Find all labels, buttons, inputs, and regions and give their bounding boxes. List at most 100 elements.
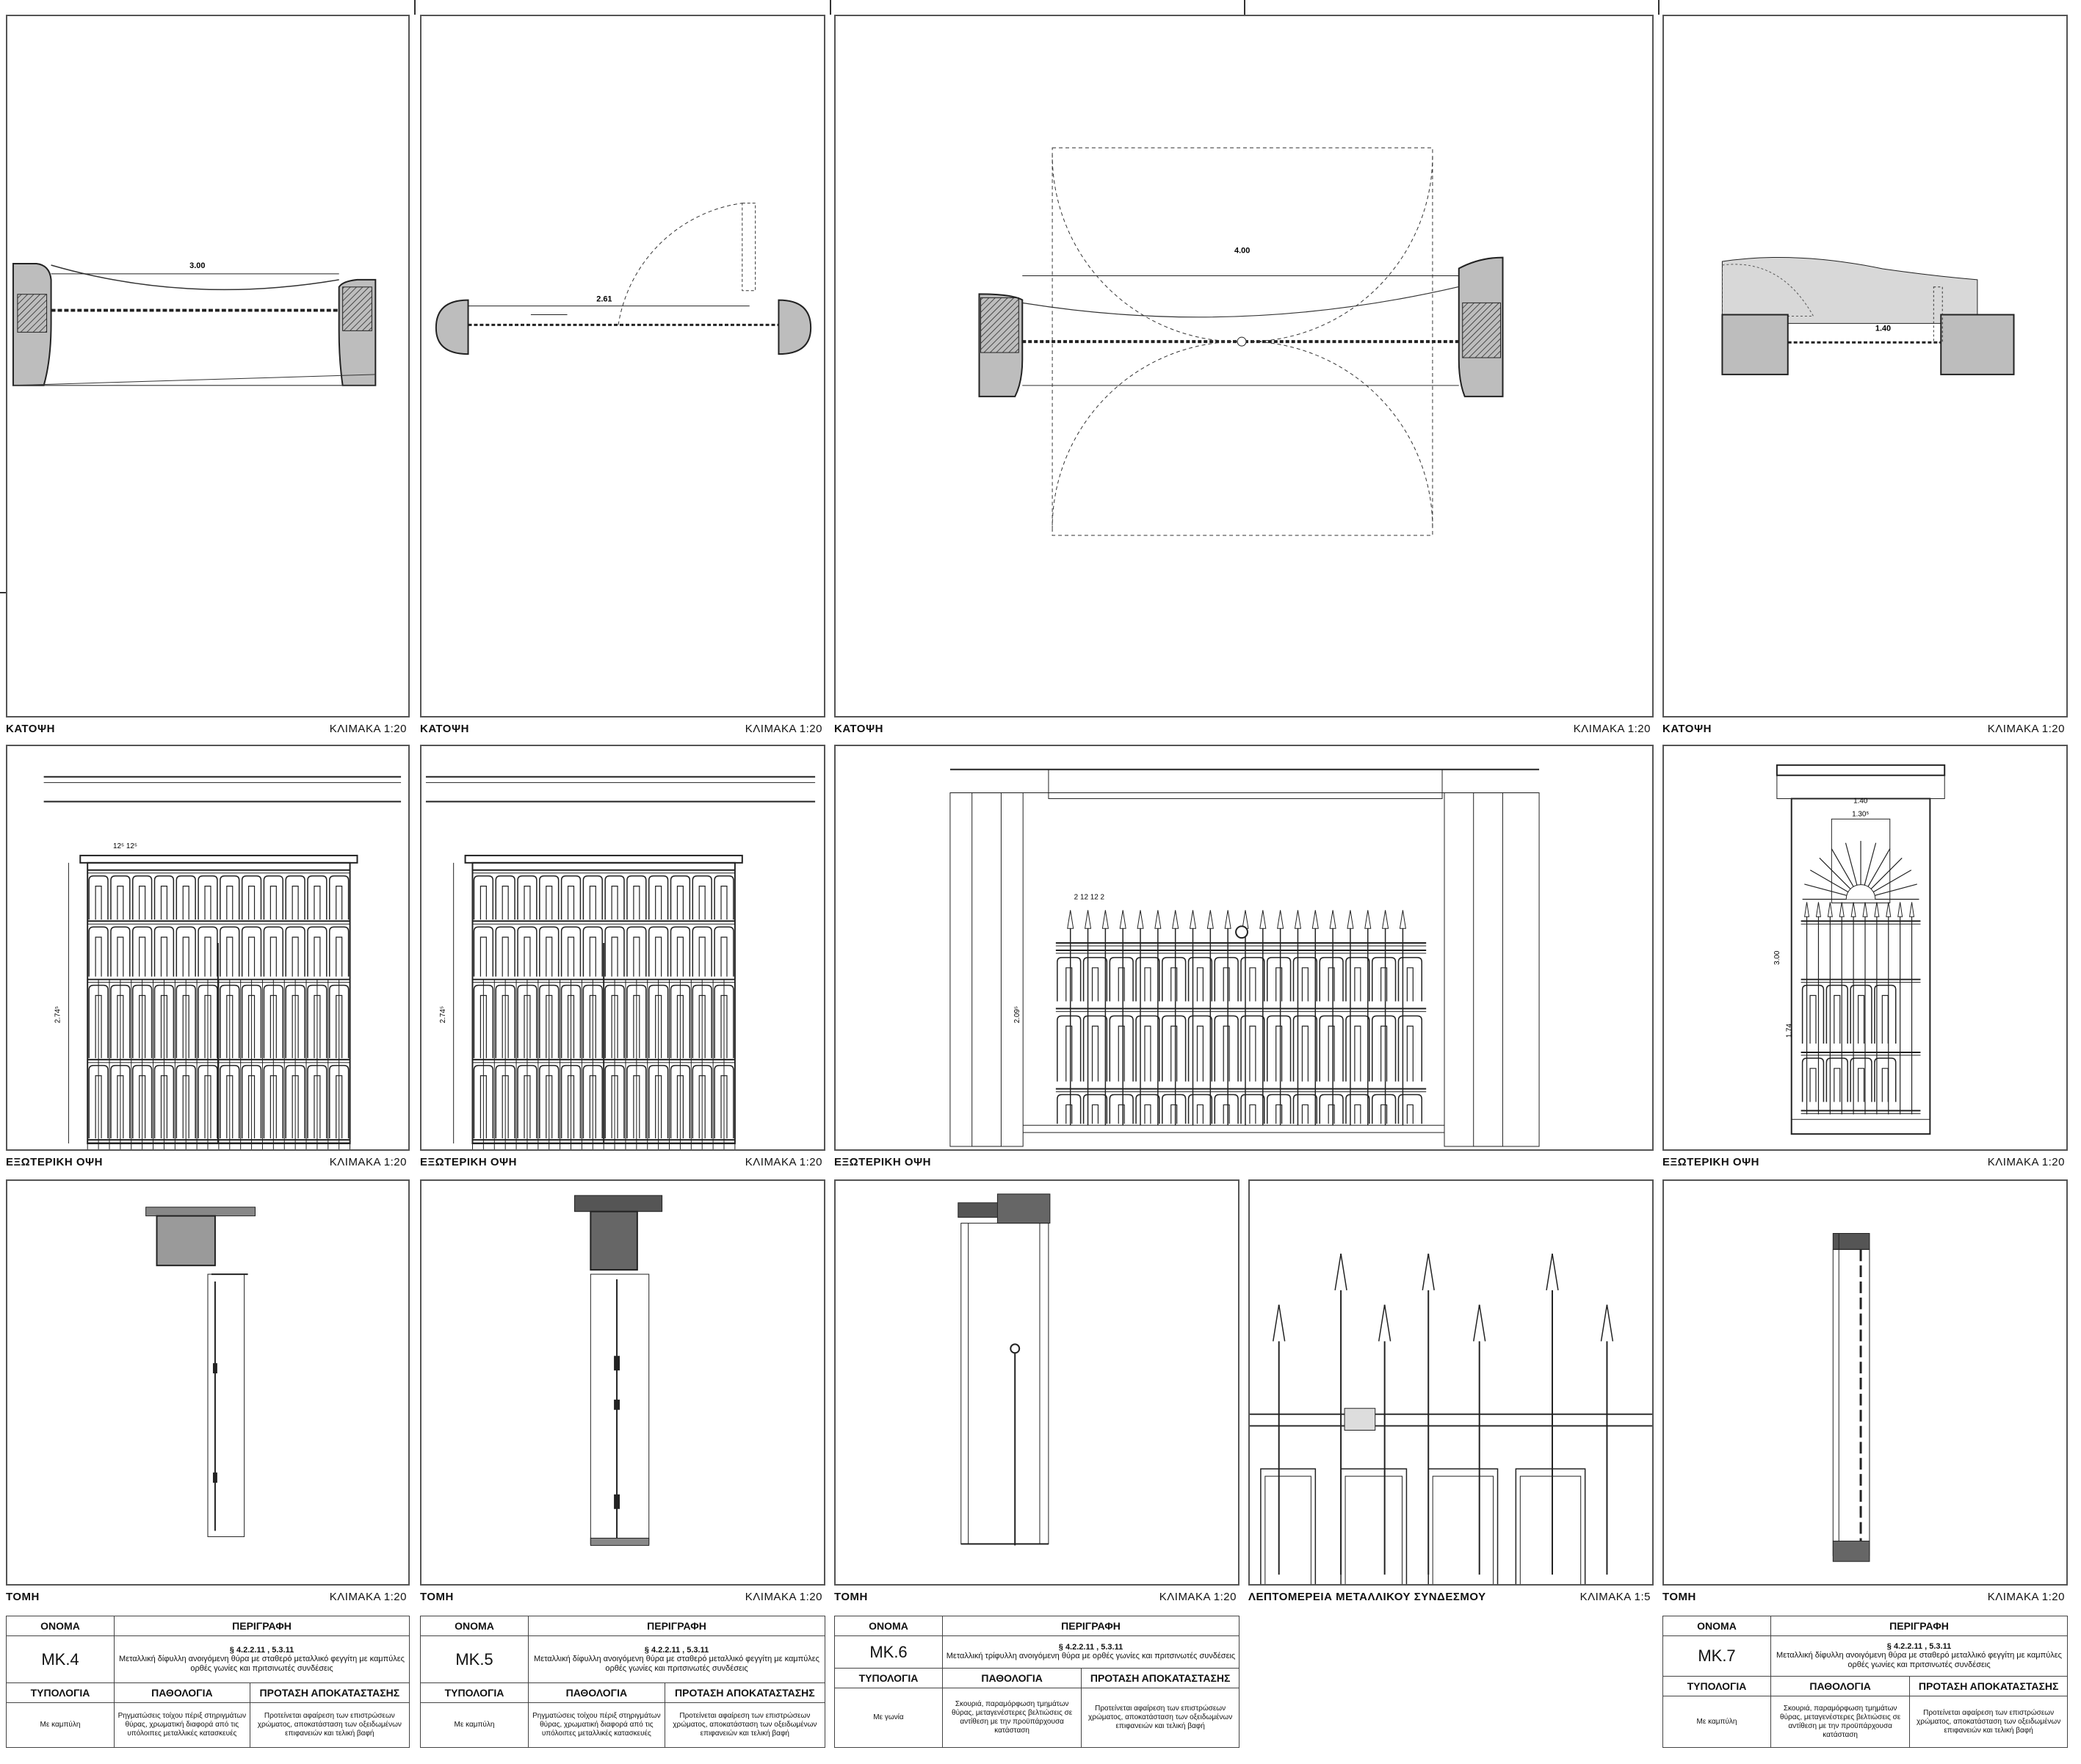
caption-title: ΤΟΜΗ xyxy=(420,1591,454,1603)
mk4-top-dim: 12⁵ 12⁵ xyxy=(113,842,137,850)
caption-scale: ΚΛΙΜΑΚΑ 1:20 xyxy=(329,1156,407,1168)
header-path: ΠΑΘΟΛΟΓΙΑ xyxy=(1770,1676,1911,1697)
header-type: ΤΥΠΟΛΟΓΙΑ xyxy=(6,1682,115,1704)
gate-ornament xyxy=(471,869,736,1149)
caption-title: ΤΟΜΗ xyxy=(1662,1591,1696,1603)
item-desc: Μεταλλική δίφυλλη ανοιγόμενη θύρα με στα… xyxy=(534,1654,819,1673)
mk5-section-panel xyxy=(420,1179,825,1586)
header-type: ΤΥΠΟΛΟΓΙΑ xyxy=(834,1668,943,1689)
mk4-plan-drawing: 3.00 xyxy=(12,261,377,386)
item-prop: Προτείνεται αφαίρεση των επιστρώσεων χρώ… xyxy=(1081,1688,1239,1748)
mk7-plan-panel: 1.40 xyxy=(1662,15,2068,717)
item-desc: Μεταλλική δίφυλλη ανοιγόμενη θύρα με στα… xyxy=(119,1654,405,1673)
item-prop: Προτείνεται αφαίρεση των επιστρώσεων χρώ… xyxy=(1909,1696,2068,1748)
item-type: Με καμπύλη xyxy=(1662,1696,1771,1748)
header-prop: ΠΡΟΤΑΣΗ ΑΠΟΚΑΤΑΣΤΑΣΗΣ xyxy=(1081,1668,1239,1689)
caption-scale: ΚΛΙΜΑΚΑ 1:20 xyxy=(1987,1591,2065,1603)
caption-scale: ΚΛΙΜΑΚΑ 1:5 xyxy=(1579,1591,1651,1603)
sheet-divider xyxy=(830,0,831,15)
item-code: ΜΚ.5 xyxy=(420,1635,529,1684)
caption-scale: ΚΛΙΜΑΚΑ 1:20 xyxy=(1987,723,2065,735)
sheet-divider xyxy=(414,0,416,15)
mk4-height-dim: 2.74⁵ xyxy=(54,1006,62,1023)
mk5-plan-dim: 2.61 xyxy=(596,295,612,304)
caption-title: ΕΞΩΤΕΡΙΚΗ ΟΨΗ xyxy=(420,1156,517,1168)
item-type: Με γωνία xyxy=(834,1688,943,1748)
caption-title: ΚΑΤΟΨΗ xyxy=(6,723,55,735)
item-type: Με καμπύλη xyxy=(420,1702,529,1748)
gate-ornament xyxy=(1800,902,1921,1115)
caption-title: ΤΟΜΗ xyxy=(6,1591,40,1603)
header-name: ΟΝΟΜΑ xyxy=(1662,1616,1771,1636)
header-desc: ΠΕΡΙΓΡΑΦΗ xyxy=(942,1616,1239,1636)
sheet-divider xyxy=(1658,0,1660,15)
mk4-plan-panel: 3.00 xyxy=(6,15,410,717)
item-prop: Προτείνεται αφαίρεση των επιστρώσεων χρώ… xyxy=(664,1702,826,1748)
mk6-plan-panel: 4.00 xyxy=(834,15,1654,717)
header-desc: ΠΕΡΙΓΡΑΦΗ xyxy=(114,1616,410,1636)
caption-scale: ΚΛΙΜΑΚΑ 1:20 xyxy=(1987,1156,2065,1168)
mk4-section-drawing xyxy=(145,1207,256,1537)
header-type: ΤΥΠΟΛΟΓΙΑ xyxy=(1662,1676,1771,1697)
header-path: ΠΑΘΟΛΟΓΙΑ xyxy=(528,1682,665,1704)
item-path: Ρηγματώσεις τοίχου πέριξ στηριγμάτων θύρ… xyxy=(114,1702,250,1748)
header-prop: ΠΡΟΤΑΣΗ ΑΠΟΚΑΤΑΣΤΑΣΗΣ xyxy=(249,1682,410,1704)
item-code: ΜΚ.7 xyxy=(1662,1635,1771,1677)
caption-title: ΕΞΩΤΕΡΙΚΗ ΟΨΗ xyxy=(834,1156,931,1168)
caption-title: ΕΞΩΤΕΡΙΚΗ ΟΨΗ xyxy=(1662,1156,1759,1168)
mk5-plan-panel: 2.61 xyxy=(420,15,825,717)
caption-title: ΕΞΩΤΕΡΙΚΗ ΟΨΗ xyxy=(6,1156,103,1168)
mk4-elevation-drawing: 2.74⁵ 12⁵ 12⁵ xyxy=(43,776,402,1149)
mk7-plan-dim: 1.40 xyxy=(1875,324,1891,333)
gate-ornament xyxy=(1055,910,1427,1126)
mk4-section-panel xyxy=(6,1179,410,1586)
caption-title: ΚΑΤΟΨΗ xyxy=(1662,723,1712,735)
caption-scale: ΚΛΙΜΑΚΑ 1:20 xyxy=(329,723,407,735)
item-type: Με καμπύλη xyxy=(6,1702,115,1748)
mk6-plan-drawing: 4.00 xyxy=(978,147,1504,536)
item-path: Σκουριά, παραμόρφωση τμημάτων θύρας, μετ… xyxy=(1770,1696,1911,1748)
item-path: Σκουριά, παραμόρφωση τμημάτων θύρας, μετ… xyxy=(941,1688,1082,1748)
header-prop: ΠΡΟΤΑΣΗ ΑΠΟΚΑΤΑΣΤΑΣΗΣ xyxy=(664,1682,826,1704)
mk7-height-dim: 3.00 xyxy=(1773,950,1781,965)
mk4-elevation-panel: 2.74⁵ 12⁵ 12⁵ xyxy=(6,745,410,1151)
header-path: ΠΑΘΟΛΟΓΙΑ xyxy=(941,1668,1082,1689)
caption-title: ΤΟΜΗ xyxy=(834,1591,868,1603)
header-name: ΟΝΟΜΑ xyxy=(6,1616,115,1636)
mk6-plan-dim: 4.00 xyxy=(1234,247,1250,256)
mk5-elevation-panel: 2.74⁵ xyxy=(420,745,825,1151)
detail-panel xyxy=(1248,1179,1654,1586)
header-desc: ΠΕΡΙΓΡΑΦΗ xyxy=(1770,1616,2068,1636)
caption-scale: ΚΛΙΜΑΚΑ 1:20 xyxy=(745,723,822,735)
caption-title: ΛΕΠΤΟΜΕΡΕΙΑ ΜΕΤΑΛΛΙΚΟΥ ΣΥΝΔΕΣΜΟΥ xyxy=(1248,1591,1486,1603)
mk7-plan-drawing: 1.40 xyxy=(1721,256,2015,375)
item-ref: § 4.2.2.11 , 5.3.11 xyxy=(229,1645,294,1655)
caption-title: ΚΑΤΟΨΗ xyxy=(834,723,883,735)
item-ref: § 4.2.2.11 , 5.3.11 xyxy=(1058,1643,1123,1652)
header-path: ΠΑΘΟΛΟΓΙΑ xyxy=(114,1682,250,1704)
mk7-width2-dim: 1.30⁵ xyxy=(1852,810,1869,818)
item-code: ΜΚ.4 xyxy=(6,1635,115,1684)
mk5-elevation-drawing: 2.74⁵ xyxy=(425,776,816,1149)
mk7-elevation-drawing: 1.74 3.00 1.40 1.30⁵ xyxy=(1773,764,1946,1135)
header-prop: ΠΡΟΤΑΣΗ ΑΠΟΚΑΤΑΣΤΑΣΗΣ xyxy=(1909,1676,2068,1697)
mk7-sub-dim: 1.74 xyxy=(1786,1023,1794,1038)
mk4-plan-dim: 3.00 xyxy=(189,261,205,270)
mk6-elevation-panel: 2.09⁵ 2 12 12 2 xyxy=(834,745,1654,1151)
item-ref: § 4.2.2.11 , 5.3.11 xyxy=(1886,1642,1952,1652)
detail-drawing xyxy=(1250,1254,1652,1584)
mk7-section-panel xyxy=(1662,1179,2068,1586)
item-path: Ρηγματώσεις τοίχου πέριξ στηριγμάτων θύρ… xyxy=(528,1702,665,1748)
mk7-width-dim: 1.40 xyxy=(1853,797,1868,805)
item-prop: Προτείνεται αφαίρεση των επιστρώσεων χρώ… xyxy=(249,1702,410,1748)
mk5-height-dim: 2.74⁵ xyxy=(439,1006,447,1023)
mk7-section-drawing xyxy=(1832,1232,1870,1562)
header-name: ΟΝΟΜΑ xyxy=(834,1616,943,1636)
sunburst-ornament xyxy=(1802,841,1919,900)
caption-scale: ΚΛΙΜΑΚΑ 1:20 xyxy=(329,1591,407,1603)
mk6-height-dim: 2.09⁵ xyxy=(1013,1006,1021,1023)
mk6-elevation-drawing: 2.09⁵ 2 12 12 2 xyxy=(949,768,1540,1147)
mk6-section-panel xyxy=(834,1179,1239,1586)
